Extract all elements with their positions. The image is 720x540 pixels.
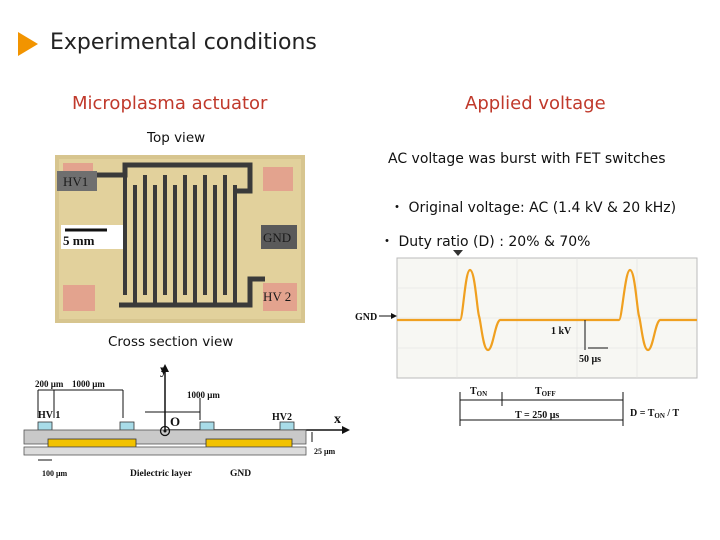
dim-25-label: 25 μm <box>314 447 336 456</box>
dielectric-label: Dielectric layer <box>130 469 193 479</box>
actuator-photo: HV1 5 mm GND HV 2 <box>55 155 305 323</box>
scope-time-scale: 50 μs <box>579 354 601 365</box>
gnd-label: GND <box>230 469 251 479</box>
photo-scale-label: 5 mm <box>63 233 95 248</box>
top-view-label: Top view <box>147 130 206 146</box>
diagram-hv1-label: HV 1 <box>38 410 60 421</box>
dim-1000a-label: 1000 μm <box>72 379 105 389</box>
svg-text:TON: TON <box>470 386 487 398</box>
photo-gnd-label: GND <box>263 230 291 245</box>
ton-sub: ON <box>477 390 488 398</box>
duty-formula-sub: ON <box>654 412 665 420</box>
dim-100-label: 100 μm <box>42 469 68 478</box>
title-arrow-icon <box>18 32 38 56</box>
cross-section-diagram: 200 μm 1000 μm 1000 μm y x HV 1 HV2 O 25… <box>23 363 350 479</box>
burst-note: AC voltage was burst with FET switches <box>388 151 666 167</box>
y-axis-label: y <box>160 363 167 378</box>
photo-hv2-label: HV 2 <box>263 289 291 304</box>
photo-hv1-label: HV1 <box>63 174 88 189</box>
bullet-original-voltage: ・ Original voltage: AC (1.4 kV & 20 kHz) <box>390 200 677 216</box>
svg-text:D = TON / T: D = TON / T <box>630 408 680 420</box>
diagram-hv2-label: HV2 <box>272 412 292 423</box>
svg-text:TOFF: TOFF <box>535 386 556 398</box>
toff-label: T <box>535 386 542 397</box>
duty-formula-a: D = T <box>630 408 655 419</box>
dim-200-label: 200 μm <box>35 379 64 389</box>
hv1-tag <box>57 171 97 191</box>
bullet-duty-ratio: ・ Duty ratio (D) : 20% & 70% <box>380 234 591 250</box>
scope-kv-scale: 1 kV <box>551 326 572 337</box>
cross-section-label: Cross section view <box>108 334 234 350</box>
origin-label: O <box>170 414 180 429</box>
oscilloscope-trace: GND 1 kV 50 μs TON TOFF T = 250 μs D = T… <box>355 250 698 426</box>
duty-formula-b: / T <box>665 408 680 419</box>
actuator-heading: Microplasma actuator <box>72 93 268 114</box>
x-axis-label: x <box>334 412 341 427</box>
slide-title: Experimental conditions <box>50 30 317 55</box>
ton-label: T <box>470 386 477 397</box>
toff-sub: OFF <box>542 390 556 398</box>
waveform-line <box>397 268 697 352</box>
scope-gnd-label: GND <box>355 312 377 323</box>
dim-1000b-label: 1000 μm <box>187 390 220 400</box>
period-label: T = 250 μs <box>515 410 559 421</box>
voltage-heading: Applied voltage <box>465 93 606 114</box>
